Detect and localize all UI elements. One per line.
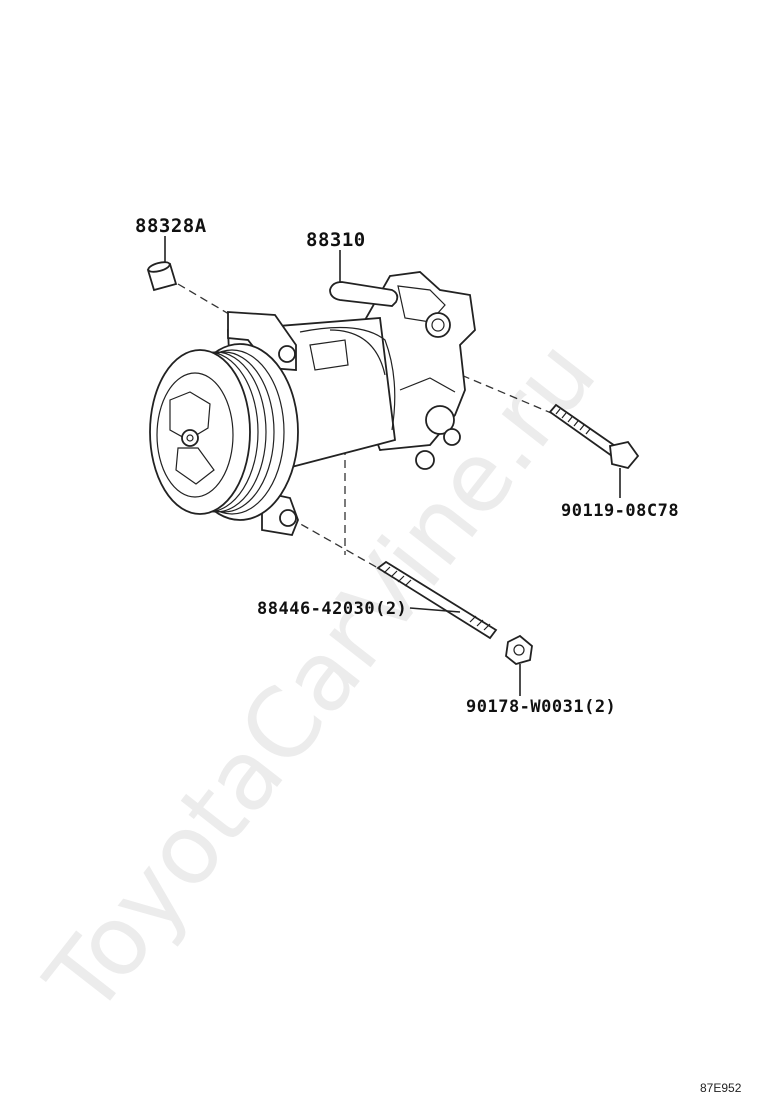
label-compressor: 88310 (306, 229, 366, 251)
label-sleeve: 88328A (135, 215, 207, 237)
compressor-assembly (149, 271, 476, 537)
label-bolt: 90119-08C78 (561, 501, 679, 521)
sleeve-part (146, 236, 178, 292)
label-stud: 88446-42030(2) (257, 599, 407, 619)
label-nut: 90178-W0031(2) (466, 697, 616, 717)
diagram-code: 87E952 (700, 1081, 742, 1095)
nut-part (505, 634, 533, 696)
bolt-part (548, 403, 640, 498)
stud-part (376, 560, 498, 640)
